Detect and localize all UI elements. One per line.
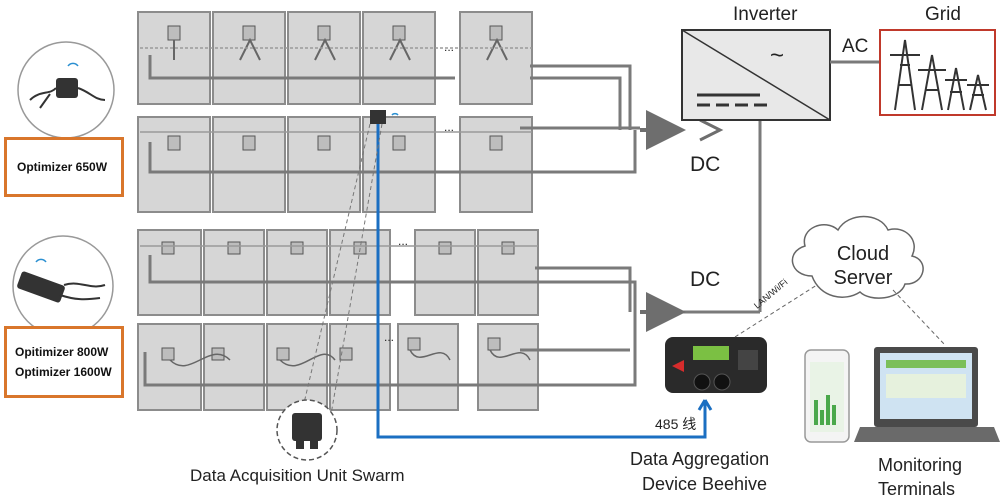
grid-icon xyxy=(879,29,996,116)
aggregation-label-line2: Device Beehive xyxy=(642,474,768,494)
solar-panel xyxy=(203,323,265,411)
solar-panel xyxy=(459,11,533,105)
ellipsis: ... xyxy=(384,330,395,344)
inverter-symbol: ~ xyxy=(770,42,785,69)
optimizer-800-icon xyxy=(12,235,114,337)
grid-label: Grid xyxy=(925,4,961,25)
solar-panel xyxy=(266,323,328,411)
ellipsis: ... xyxy=(444,120,455,134)
daq-label: Data Acquisition Unit Swarm xyxy=(190,466,405,485)
optimizer-800-1600-box: Opitimizer 800W Optimizer 1600W xyxy=(4,326,124,398)
solar-panel xyxy=(397,323,459,411)
optimizer-800-label: Opitimizer 800W xyxy=(15,345,109,359)
ellipsis: ... xyxy=(444,40,455,54)
solar-panel xyxy=(266,229,328,316)
pv-array-bottom xyxy=(137,229,637,316)
solar-panel xyxy=(414,229,476,316)
inverter-label: Inverter xyxy=(733,4,798,25)
solar-panel xyxy=(459,116,533,213)
phone-icon xyxy=(804,349,850,443)
ellipsis: ... xyxy=(398,234,409,248)
dc-label-top: DC xyxy=(690,153,721,176)
pv-array-bottom-row2 xyxy=(137,312,637,411)
aggregation-label-line1: Data Aggregation xyxy=(630,449,770,469)
cloud-label: Cloud Server xyxy=(833,243,893,289)
solar-panel xyxy=(212,11,286,105)
monitoring-label-line1: Monitoring xyxy=(878,455,963,475)
pv-array-top-row2 xyxy=(137,116,640,213)
dc-trunk xyxy=(640,110,762,332)
solar-panel xyxy=(477,229,539,316)
bus-label: 485 线 xyxy=(655,416,697,432)
solar-panel xyxy=(212,116,286,213)
monitoring-label-line2: Terminals xyxy=(878,479,956,499)
optimizer-1600-label: Optimizer 1600W xyxy=(15,365,112,379)
solar-panel xyxy=(287,116,361,213)
solar-panel xyxy=(477,323,539,411)
solar-panel xyxy=(362,11,436,105)
daq-unit-icon xyxy=(276,399,338,461)
solar-panel xyxy=(137,229,202,316)
solar-panel xyxy=(137,323,202,411)
ac-label: AC xyxy=(842,36,869,57)
inverter xyxy=(681,29,831,121)
solar-panel xyxy=(329,323,391,411)
dc-label-bottom: DC xyxy=(690,268,721,291)
beehive-device-icon xyxy=(665,337,767,393)
laptop-icon xyxy=(854,347,1000,442)
optimizer-650-box: Optimizer 650W xyxy=(4,137,124,197)
solar-panel xyxy=(329,229,391,316)
pv-array-top xyxy=(137,11,632,130)
optimizer-650-icon xyxy=(17,41,115,139)
solar-panel xyxy=(362,116,436,213)
cloud-icon xyxy=(791,215,924,299)
solar-panel xyxy=(203,229,265,316)
solar-panel xyxy=(287,11,361,105)
daq-unit-on-panel xyxy=(370,110,399,124)
rs485-bus xyxy=(376,124,707,439)
optimizer-650-label: Optimizer 650W xyxy=(17,160,108,174)
